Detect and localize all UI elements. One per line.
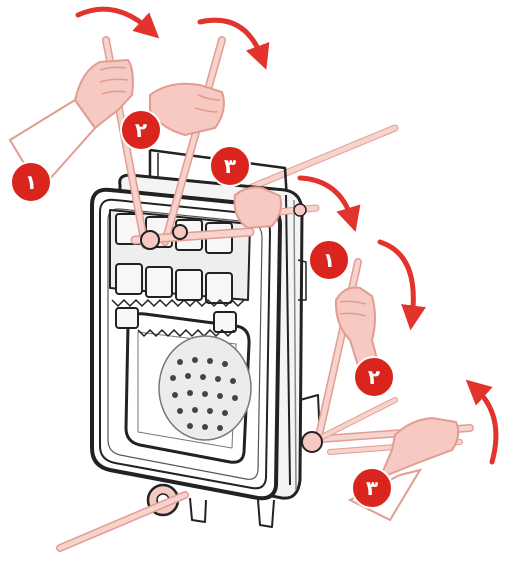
step-badge-label: ۲: [135, 118, 147, 142]
step-badge-label: ۲: [368, 365, 380, 389]
arrow-mid-right: [380, 242, 413, 318]
filter-disc: [159, 336, 251, 440]
step-badge-right-1: ۱: [309, 240, 349, 280]
step-badge-right-3: ۳: [352, 468, 392, 508]
arrow-top-center: [200, 20, 262, 58]
arrow-top-left: [78, 9, 150, 30]
step-badge-label: ۳: [366, 476, 378, 500]
step-badge-right-2: ۲: [354, 357, 394, 397]
step-badge-label: ۳: [224, 154, 236, 178]
arrow-upper-right: [300, 178, 352, 220]
step-badge-label: ۱: [25, 170, 37, 194]
step-badge-left-1: ۱: [11, 162, 51, 202]
step-badge-left-2: ۲: [121, 110, 161, 150]
step-badge-left-3: ۳: [210, 146, 250, 186]
step-badge-label: ۱: [323, 248, 335, 272]
hand-left-3: [235, 187, 281, 228]
arrow-lower-right: [475, 388, 496, 462]
